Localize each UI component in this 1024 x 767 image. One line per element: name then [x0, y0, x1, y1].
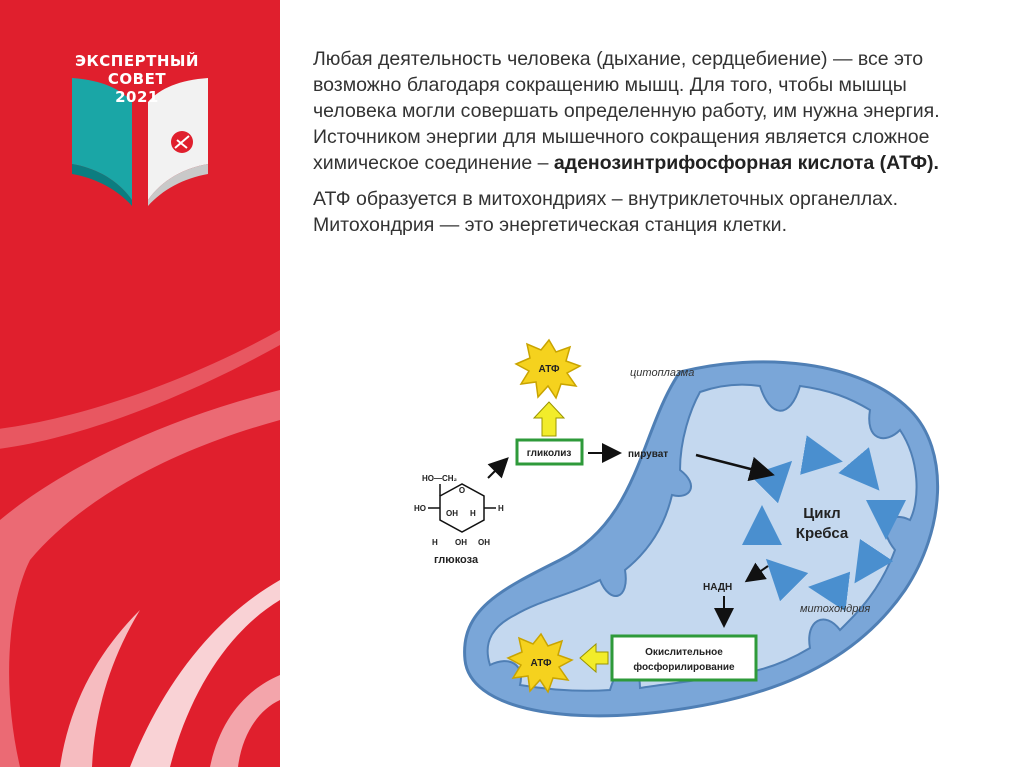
paragraph-1-bold: аденозинтрифосфорная кислота (АТФ).	[553, 152, 939, 174]
glucose-label: глюкоза	[434, 554, 479, 566]
atp-bottom-starburst: АТФ	[506, 632, 574, 694]
glucose-ring-o: O	[459, 486, 465, 495]
logo-text: ЭКСПЕРТНЫЙ СОВЕТ 2021	[62, 52, 212, 106]
glucose-h-2: H	[432, 538, 438, 547]
left-decorative-panel	[0, 0, 280, 767]
body-text: Любая деятельность человека (дыхание, се…	[313, 46, 973, 248]
atp-top-starburst: АТФ	[514, 338, 582, 400]
glucose-structure	[428, 483, 496, 533]
glucose-ho-label: HO	[414, 504, 426, 513]
glucose-oh-3: OH	[478, 538, 490, 547]
glycolysis-label: гликолиз	[527, 448, 572, 459]
glucose-h-right: H	[498, 504, 504, 513]
krebs-cycle-arrows	[742, 435, 906, 612]
logo-emblem	[72, 78, 208, 206]
logo-line-1: ЭКСПЕРТНЫЙ	[75, 52, 199, 70]
yellow-up-arrow	[532, 401, 566, 437]
glycolysis-box: гликолиз	[515, 438, 584, 466]
krebs-label-2: Кребса	[796, 525, 849, 542]
pyruvate-to-krebs-arrow	[695, 453, 775, 482]
oxphos-box: Окислительное фосфорилирование	[610, 634, 758, 682]
krebs-label-1: Цикл	[803, 505, 840, 522]
mitochondria-diagram: Цикл Кребса цитоплазма митохондрия АТФ г…	[414, 338, 940, 718]
cytoplasm-label: цитоплазма	[630, 367, 694, 379]
nadh-label: НАДН	[703, 582, 732, 593]
glucose-oh-2: OH	[455, 538, 467, 547]
glucose-to-glycolysis-arrow	[487, 457, 509, 479]
paragraph-2: АТФ образуется в митохондриях – внутрикл…	[313, 188, 899, 236]
oxphos-label-1: Окислительное	[645, 647, 723, 658]
atp-top-label: АТФ	[539, 364, 560, 375]
glucose-h-1: H	[470, 509, 476, 518]
pyruvate-label: пируват	[628, 449, 668, 460]
atp-bottom-label: АТФ	[531, 658, 552, 669]
oxphos-label-2: фосфорилирование	[633, 661, 735, 673]
paragraph-1: Любая деятельность человека (дыхание, се…	[313, 46, 973, 176]
logo-line-2: СОВЕТ	[107, 70, 167, 88]
logo-line-3: 2021	[115, 88, 159, 106]
paragraph-1-text: Любая деятельность человека (дыхание, се…	[313, 48, 940, 174]
yellow-left-arrow	[579, 642, 609, 674]
mitochondrion-label: митохондрия	[800, 603, 870, 615]
krebs-to-nadh-arrow	[744, 562, 769, 583]
glucose-ch2-label: HO—CH₂	[422, 474, 458, 483]
glucose-oh-1: OH	[446, 509, 458, 518]
